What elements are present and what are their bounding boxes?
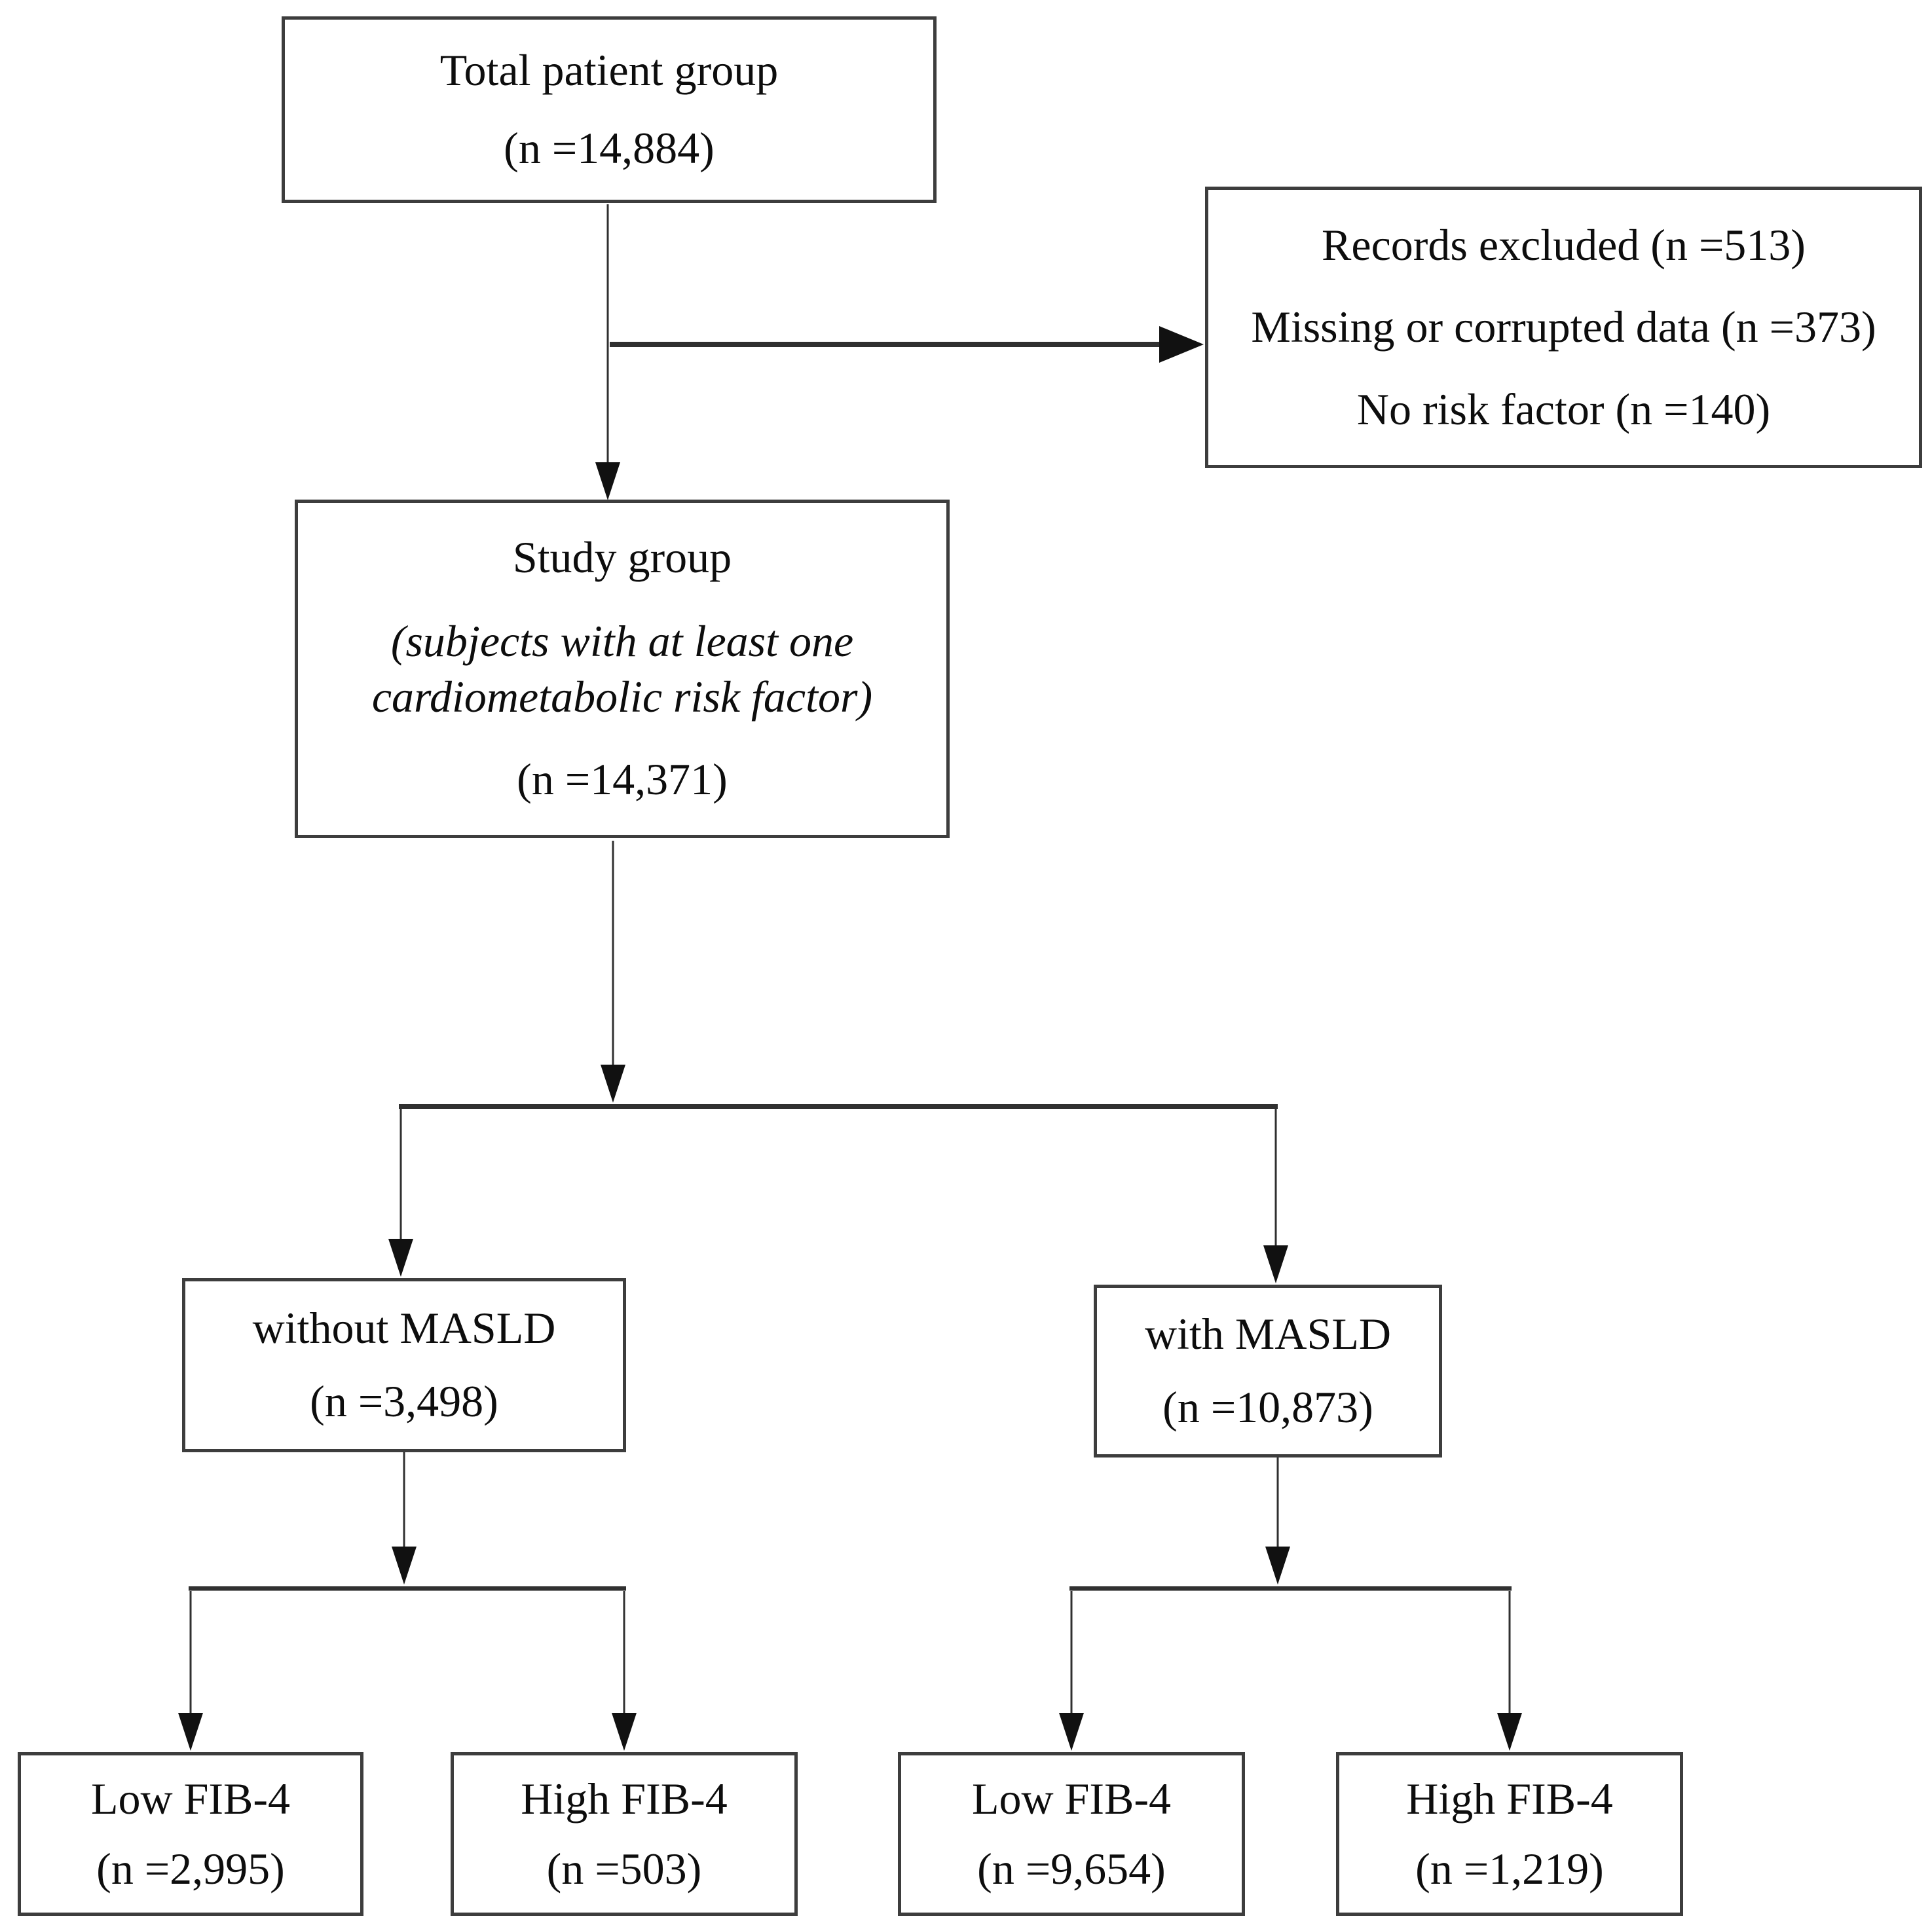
box-study-title: Study group — [512, 532, 732, 583]
arrowhead-to-excluded — [1159, 326, 1204, 363]
box-without-masld-title: without MASLD — [252, 1302, 556, 1353]
box-with-masld: with MASLD (n =10,873) — [1094, 1285, 1442, 1458]
box-study-n: (n =14,371) — [517, 754, 728, 804]
box-study-group: Study group (subjects with at least one … — [295, 500, 950, 838]
arrowhead-without-high-fib4 — [612, 1713, 637, 1751]
box-with-low-fib4-n: (n =9,654) — [977, 1843, 1166, 1894]
box-without-high-fib4-title: High FIB-4 — [521, 1773, 728, 1824]
arrowhead-without-to-branch — [392, 1547, 417, 1585]
box-records-excluded: Records excluded (n =513) Missing or cor… — [1205, 187, 1922, 468]
arrowhead-without-low-fib4 — [178, 1713, 203, 1751]
arrowhead-branch-to-with — [1263, 1245, 1288, 1283]
box-total-patient-group: Total patient group (n =14,884) — [282, 16, 937, 203]
box-with-low-fib4-title: Low FIB-4 — [971, 1773, 1172, 1824]
arrowhead-with-to-branch — [1265, 1547, 1290, 1585]
box-with-high-fib4: High FIB-4 (n =1,219) — [1336, 1752, 1683, 1916]
box-without-high-fib4-n: (n =503) — [546, 1843, 702, 1894]
box-without-low-fib4: Low FIB-4 (n =2,995) — [18, 1752, 363, 1916]
arrowhead-with-low-fib4 — [1059, 1713, 1084, 1751]
box-with-masld-title: with MASLD — [1145, 1309, 1391, 1359]
box-without-low-fib4-n: (n =2,995) — [96, 1843, 285, 1894]
box-study-subtitle: (subjects with at least one cardiometabo… — [371, 615, 873, 722]
box-total-n: (n =14,884) — [504, 123, 715, 174]
box-with-high-fib4-n: (n =1,219) — [1415, 1843, 1604, 1894]
excluded-line: No risk factor (n =140) — [1356, 384, 1771, 434]
box-with-low-fib4: Low FIB-4 (n =9,654) — [898, 1752, 1245, 1916]
box-without-high-fib4: High FIB-4 (n =503) — [451, 1752, 798, 1916]
excluded-line: Records excluded (n =513) — [1322, 219, 1806, 270]
arrowhead-study-to-branch — [601, 1065, 625, 1103]
box-without-masld: without MASLD (n =3,498) — [182, 1278, 626, 1452]
excluded-line: Missing or corrupted data (n =373) — [1251, 302, 1876, 352]
arrowhead-total-to-study — [595, 462, 620, 500]
box-with-high-fib4-title: High FIB-4 — [1406, 1773, 1613, 1824]
arrowhead-branch-to-without — [388, 1239, 413, 1277]
box-with-masld-n: (n =10,873) — [1162, 1382, 1373, 1433]
box-total-title: Total patient group — [439, 45, 779, 96]
box-without-masld-n: (n =3,498) — [310, 1376, 498, 1427]
arrowhead-with-high-fib4 — [1497, 1713, 1522, 1751]
box-without-low-fib4-title: Low FIB-4 — [90, 1773, 291, 1824]
